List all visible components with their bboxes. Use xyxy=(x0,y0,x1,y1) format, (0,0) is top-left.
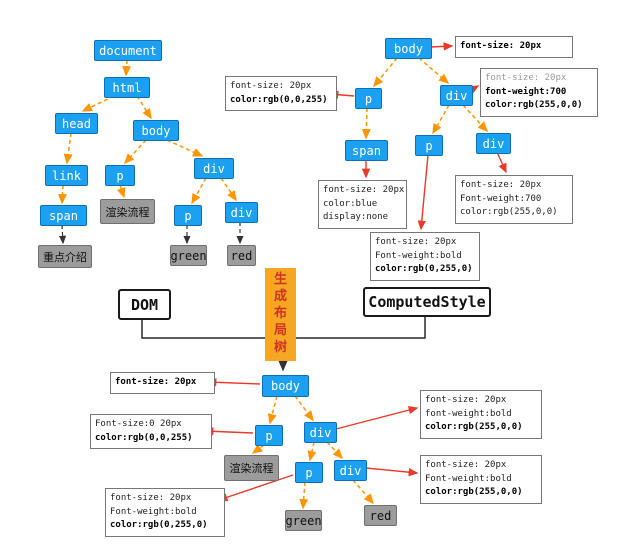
style-line: font-size: 20px xyxy=(375,237,457,247)
style-line: font-size: 20px xyxy=(230,81,312,91)
merge-layout-tree-box: 生成布局树 xyxy=(265,268,296,361)
cssom-style-box-p2: font-size: 20px Font-weight:bold color:r… xyxy=(370,232,480,281)
style-line: font-size: 20px xyxy=(460,180,542,190)
merge-layout-tree-label: 生成布局树 xyxy=(274,272,288,355)
layout-node-p: p xyxy=(255,425,283,446)
style-line: font-size: 20px xyxy=(485,73,567,83)
style-line: display:none xyxy=(323,212,389,222)
style-line: color:blue xyxy=(323,198,378,209)
cssom-node-p: p xyxy=(355,88,382,109)
style-line: color:rgb(0,0,255) xyxy=(230,94,328,105)
style-line: Font-weight:700 xyxy=(460,193,542,204)
style-line: color:rgb(255,0,0) xyxy=(485,100,583,110)
style-line: Font-weight:bold xyxy=(375,250,462,261)
style-line: color:rgb(255,0,0) xyxy=(460,207,558,217)
dom-note-key-intro: 重点介绍 xyxy=(38,245,92,268)
layout-style-box-p: Font-size:0 20px color:rgb(0,0,255) xyxy=(90,414,212,449)
dom-label-box: DOM xyxy=(118,289,171,320)
cssom-style-box-body: font-size: 20px xyxy=(455,36,573,58)
cssom-node-body: body xyxy=(385,38,432,59)
cssom-style-box-div: font-size: 20px font-weight:700 color:rg… xyxy=(480,68,598,117)
dom-node-div: div xyxy=(194,158,234,179)
layout-style-box-div2: font-size: 20px Font-weight:bold color:r… xyxy=(420,455,542,504)
dom-node-document: document xyxy=(94,40,162,61)
style-line: Font-weight:bold xyxy=(425,473,512,484)
style-line: font-weight:700 xyxy=(485,86,567,97)
cssom-style-box-div2: font-size: 20px Font-weight:700 color:rg… xyxy=(455,175,573,224)
dom-node-red: red xyxy=(227,245,256,266)
dom-node-body: body xyxy=(133,120,179,141)
style-line: font-size: 20px xyxy=(110,493,192,503)
style-line: font-weight:bold xyxy=(425,408,512,419)
layout-node-div: div xyxy=(304,422,337,443)
computedstyle-label-box: ComputedStyle xyxy=(363,287,491,317)
style-line: font-size: 20px xyxy=(115,377,197,387)
cssom-node-div2: div xyxy=(476,133,511,154)
layout-node-green: green xyxy=(285,510,322,531)
style-line: color:rgb(255,0,0) xyxy=(425,422,523,432)
style-line: color:rgb(0,0,255) xyxy=(95,432,193,443)
dom-node-link: link xyxy=(45,165,88,186)
style-line: color:rgb(0,255,0) xyxy=(110,520,208,530)
dom-node-span: span xyxy=(40,205,87,226)
style-line: font-size: 20px xyxy=(323,185,405,195)
layout-node-p2: p xyxy=(295,462,323,483)
dom-node-head: head xyxy=(55,113,98,134)
dom-node-green: green xyxy=(170,245,207,266)
style-line: Font-weight:bold xyxy=(110,506,197,517)
dom-node-html: html xyxy=(104,77,150,98)
style-line: font-size: 20px xyxy=(425,395,507,405)
cssom-node-p2: p xyxy=(415,135,443,156)
layout-node-red: red xyxy=(364,505,397,526)
layout-style-box-div: font-size: 20px font-weight:bold color:r… xyxy=(420,390,542,439)
dom-note-render-process: 渲染流程 xyxy=(100,199,155,224)
style-line: Font-size:0 20px xyxy=(95,419,182,429)
style-line: color:rgb(255,0,0) xyxy=(425,487,523,497)
cssom-node-span: span xyxy=(345,140,388,161)
layout-node-div2: div xyxy=(334,460,367,481)
layout-note-render-process: 渲染流程 xyxy=(224,455,279,481)
style-line: font-size: 20px xyxy=(425,460,507,470)
layout-style-box-body: font-size: 20px xyxy=(110,372,215,394)
cssom-style-box-span: font-size: 20px color:blue display:none xyxy=(318,180,407,229)
layout-node-body: body xyxy=(262,375,309,397)
dom-node-p2: p xyxy=(174,205,202,226)
layout-style-box-p2: font-size: 20px Font-weight:bold color:r… xyxy=(105,488,225,537)
dom-node-div2: div xyxy=(225,202,258,223)
cssom-style-box-p: font-size: 20px color:rgb(0,0,255) xyxy=(225,76,337,111)
dom-node-p: p xyxy=(105,165,135,186)
style-line: font-size: 20px xyxy=(460,41,542,51)
cssom-node-div: div xyxy=(440,85,473,106)
style-line: color:rgb(0,255,0) xyxy=(375,264,473,274)
